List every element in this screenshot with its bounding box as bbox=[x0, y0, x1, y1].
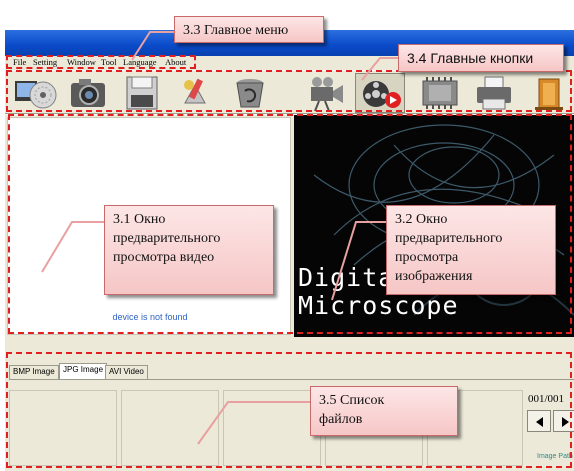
file-thumbnail[interactable] bbox=[325, 390, 423, 466]
main-toolbar bbox=[5, 70, 574, 114]
preview-panes: device is not found Digi bbox=[5, 115, 574, 337]
menu-about[interactable]: About bbox=[165, 57, 187, 67]
film-reel-icon bbox=[363, 81, 401, 108]
tab-bmp-image[interactable]: BMP Image bbox=[9, 365, 59, 379]
exit-door-icon bbox=[535, 78, 563, 110]
device-status: device is not found bbox=[112, 312, 188, 322]
menu-tool[interactable]: Tool bbox=[101, 57, 117, 67]
image-path-link[interactable]: Image Path bbox=[537, 453, 573, 460]
tab-avi-video[interactable]: AVI Video bbox=[105, 365, 148, 379]
triangle-right-icon bbox=[562, 417, 569, 427]
tools-icon bbox=[184, 78, 206, 104]
capture-button[interactable] bbox=[63, 73, 113, 113]
print-button[interactable] bbox=[469, 73, 519, 113]
menu-setting[interactable]: Setting bbox=[33, 57, 58, 67]
chip-button[interactable] bbox=[415, 73, 465, 113]
title-bar[interactable] bbox=[5, 30, 574, 56]
recycle-bin-icon bbox=[236, 79, 264, 108]
file-thumbnail[interactable] bbox=[9, 390, 117, 466]
file-panel: BMP Image JPG Image AVI Video 001/001 Im… bbox=[5, 337, 574, 471]
menu-bar: File Setting Window Tool Language About bbox=[5, 56, 574, 70]
save-button[interactable] bbox=[117, 73, 167, 113]
menu-language[interactable]: Language bbox=[123, 57, 157, 67]
logo-text-line2: Microscope bbox=[298, 291, 459, 320]
file-thumbnail[interactable] bbox=[427, 390, 523, 466]
file-thumbnail[interactable] bbox=[223, 390, 321, 466]
page-counter: 001/001 bbox=[528, 393, 565, 405]
file-list bbox=[9, 379, 574, 471]
menu-file[interactable]: File bbox=[13, 57, 27, 67]
chip-icon bbox=[422, 77, 458, 109]
video-record-button[interactable] bbox=[301, 73, 351, 113]
play-video-button[interactable] bbox=[355, 73, 405, 113]
file-thumbnail[interactable] bbox=[121, 390, 219, 466]
floppy-disk-icon bbox=[126, 76, 158, 110]
menu-window[interactable]: Window bbox=[67, 57, 96, 67]
next-page-button[interactable] bbox=[553, 410, 574, 432]
exit-button[interactable] bbox=[523, 73, 573, 113]
record-disc-icon bbox=[15, 81, 57, 109]
triangle-left-icon bbox=[536, 417, 543, 427]
tools-button[interactable] bbox=[171, 73, 221, 113]
prev-page-button[interactable] bbox=[527, 410, 551, 432]
record-button[interactable] bbox=[9, 73, 59, 113]
tab-jpg-image[interactable]: JPG Image bbox=[59, 363, 108, 379]
camera-icon bbox=[71, 79, 105, 107]
video-camera-icon bbox=[311, 77, 343, 112]
printer-icon bbox=[477, 76, 511, 110]
video-preview-pane[interactable]: device is not found bbox=[7, 117, 291, 335]
delete-button[interactable] bbox=[225, 73, 275, 113]
logo-text-line1: Digita bbox=[298, 263, 395, 292]
image-preview-pane[interactable]: Digita Microscope bbox=[294, 115, 574, 337]
app-window: File Setting Window Tool Language About bbox=[5, 0, 574, 471]
